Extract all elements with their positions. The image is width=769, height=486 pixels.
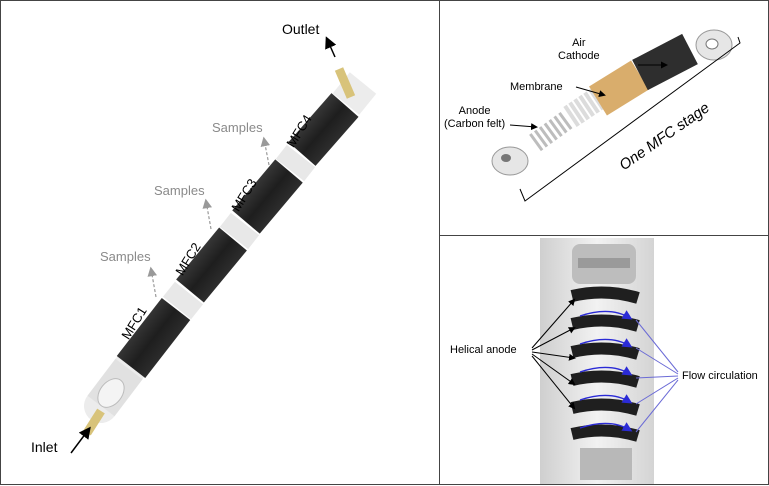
samples-label-2: Samples xyxy=(154,183,205,198)
outlet-label: Outlet xyxy=(282,21,320,37)
inlet-label: Inlet xyxy=(31,439,58,455)
anode-label: Anode (Carbon felt) xyxy=(444,105,506,131)
mfc-tube xyxy=(83,67,377,436)
helical-anode-pointers xyxy=(531,298,576,410)
stage-bracket xyxy=(519,36,741,202)
air-cathode-label: Air Cathode xyxy=(558,37,600,63)
stack-diagram-panel: Outlet Inlet Samples Samples Samples MFC… xyxy=(0,0,440,485)
samples-label-3: Samples xyxy=(212,120,263,135)
membrane-pointer xyxy=(575,86,606,97)
samples-arrow-1 xyxy=(147,266,157,298)
flow-circulation-label: Flow circulation xyxy=(682,370,758,382)
membrane-label: Membrane xyxy=(510,81,563,93)
samples-arrow-3 xyxy=(260,136,271,166)
samples-label-1: Samples xyxy=(100,249,151,264)
anode-photo xyxy=(531,238,679,484)
flow-circulation-pointers xyxy=(635,319,679,433)
stack-illustration xyxy=(70,36,377,454)
anode-pointer xyxy=(509,123,538,131)
inlet-arrow xyxy=(70,426,91,454)
flow-arrows xyxy=(579,310,633,432)
exploded-stage-illustration xyxy=(491,29,741,202)
exploded-stage-panel: Air Cathode Membrane Anode (Carbon felt)… xyxy=(439,0,769,236)
helical-anode-label: Helical anode xyxy=(450,344,517,356)
samples-arrow-2 xyxy=(202,198,212,230)
outlet-arrow xyxy=(325,36,337,58)
helical-anode-photo-panel: Helical anode Flow circulation xyxy=(439,235,769,485)
helical-coils xyxy=(570,286,640,442)
